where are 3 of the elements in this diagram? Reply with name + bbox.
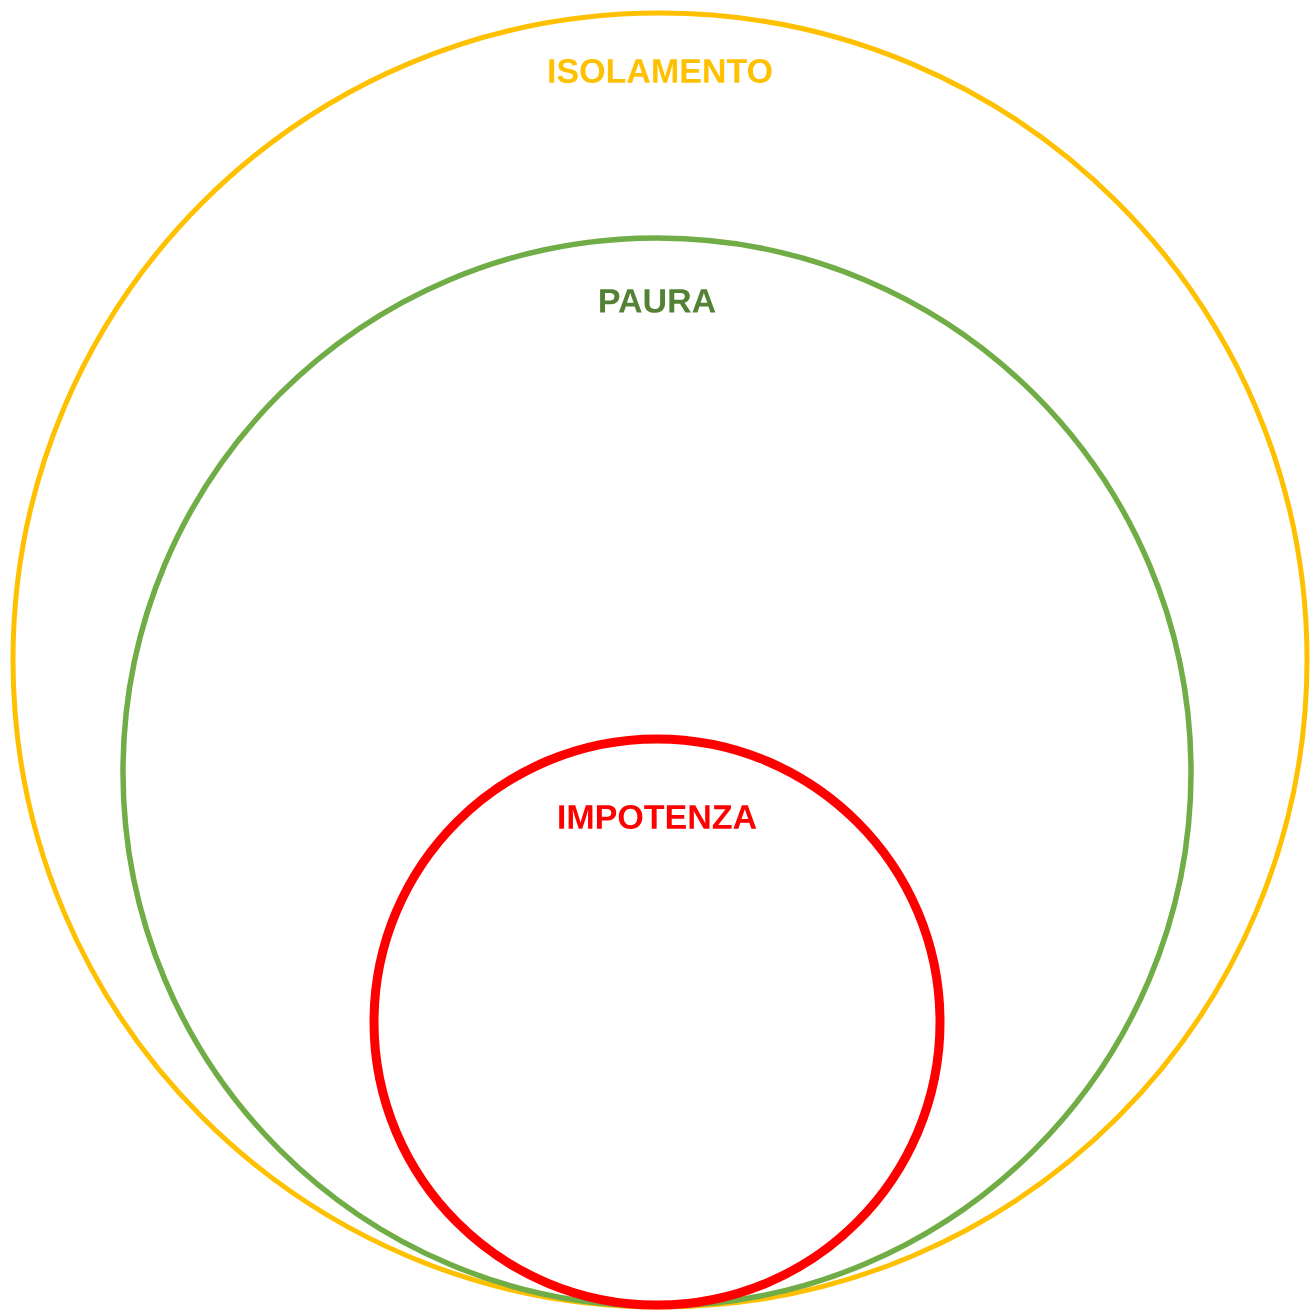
- circle-label: IMPOTENZA: [559, 805, 757, 830]
- circle-label: PAURA: [600, 289, 716, 313]
- circle-label: ISOLAMENTO: [549, 58, 772, 84]
